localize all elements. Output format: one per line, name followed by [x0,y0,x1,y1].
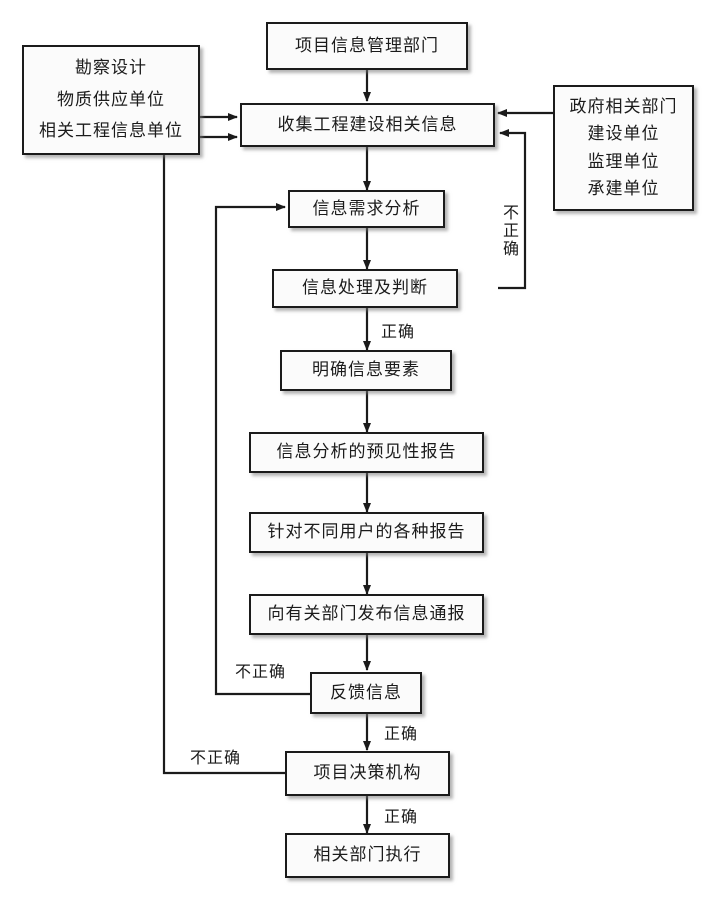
node-clarify-elements[interactable]: 明确信息要素 [280,350,452,391]
node-clarify-elements-label: 明确信息要素 [312,360,420,380]
node-right-sources-line-3: 监理单位 [587,151,660,171]
node-dept-execute-label: 相关部门执行 [313,845,422,865]
node-right-sources-line-2: 建设单位 [587,124,660,144]
node-process-judge[interactable]: 信息处理及判断 [272,269,458,308]
edge-label-incorrect-feedback: 不正确 [235,664,287,681]
node-publish-bulletin[interactable]: 向有关部门发布信息通报 [249,594,484,635]
node-decision-body-label: 项目决策机构 [313,763,422,783]
edge-label-incorrect-process-judge: 不正确 [500,204,517,258]
node-decision-body[interactable]: 项目决策机构 [285,751,450,796]
edge-label-correct-decision: 正确 [384,809,419,826]
edge-label-incorrect-decision: 不正确 [190,750,242,767]
node-process-judge-label: 信息处理及判断 [302,278,428,298]
node-user-reports-label: 针对不同用户的各种报告 [267,522,466,542]
edge-label-correct-process-judge: 正确 [381,324,416,341]
edge-label-correct-feedback: 正确 [384,726,419,743]
node-info-management-dept[interactable]: 项目信息管理部门 [266,22,468,70]
node-right-sources[interactable]: 政府相关部门 建设单位 监理单位 承建单位 [553,85,694,211]
node-feedback-info[interactable]: 反馈信息 [310,672,422,714]
node-collect-info-label: 收集工程建设相关信息 [277,114,458,134]
node-left-sources-line-1: 勘察设计 [75,58,147,78]
node-right-sources-line-1: 政府相关部门 [569,96,678,116]
node-predictive-report-label: 信息分析的预见性报告 [276,442,457,462]
node-dept-execute[interactable]: 相关部门执行 [285,833,450,878]
node-left-sources[interactable]: 勘察设计 物质供应单位 相关工程信息单位 [22,45,200,155]
node-predictive-report[interactable]: 信息分析的预见性报告 [249,432,484,473]
node-left-sources-line-3: 相关工程信息单位 [39,121,183,141]
node-left-sources-line-2: 物质供应单位 [57,89,165,109]
node-demand-analysis-label: 信息需求分析 [312,198,421,218]
node-feedback-info-label: 反馈信息 [330,682,402,702]
node-info-management-dept-label: 项目信息管理部门 [295,35,439,55]
node-user-reports[interactable]: 针对不同用户的各种报告 [249,512,484,553]
node-demand-analysis[interactable]: 信息需求分析 [288,190,445,228]
node-right-sources-line-4: 承建单位 [587,179,660,199]
node-publish-bulletin-label: 向有关部门发布信息通报 [267,604,466,624]
node-collect-info[interactable]: 收集工程建设相关信息 [240,103,495,147]
